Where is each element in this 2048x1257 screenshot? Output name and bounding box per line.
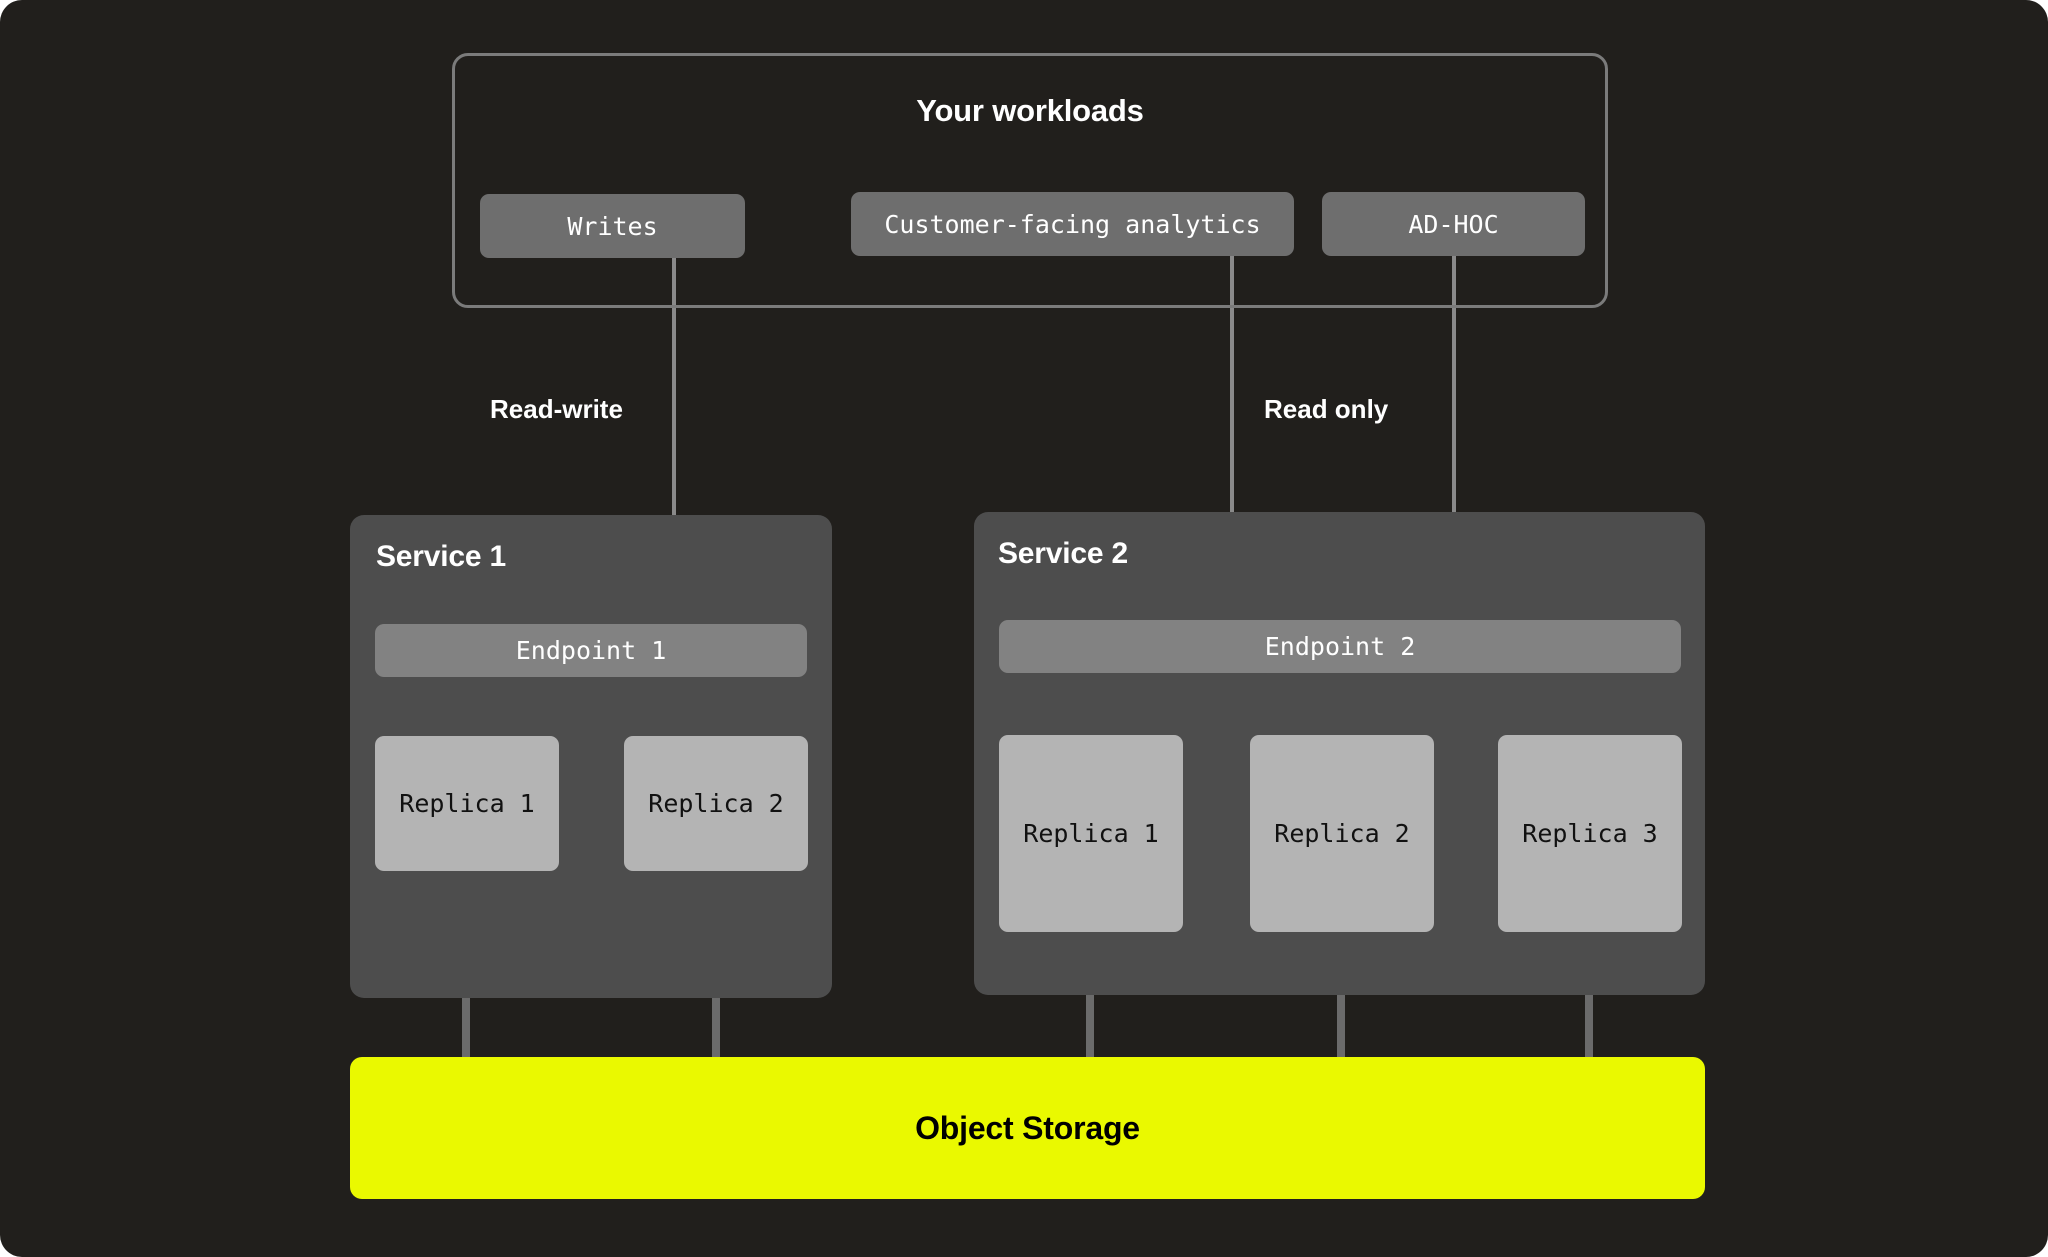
service-1-endpoint[interactable]: Endpoint 1 [375,624,807,677]
service-2-replica-2[interactable]: Replica 2 [1250,735,1434,932]
object-storage-label: Object Storage [915,1109,1140,1146]
service-2-endpoint[interactable]: Endpoint 2 [999,620,1681,673]
edge-label-read-only: Read only [1264,394,1389,424]
your-workloads-frame [452,53,1608,308]
service-1-endpoint-label: Endpoint 1 [515,636,667,665]
your-workloads-title: Your workloads [916,93,1144,128]
workload-chip-writes[interactable]: Writes [480,194,745,258]
edge-label-read-write: Read-write [490,394,623,424]
service-2-endpoint-label: Endpoint 2 [1264,632,1416,661]
workload-chip-customer-facing-analytics[interactable]: Customer-facing analytics [851,192,1294,256]
service-2-replica-1[interactable]: Replica 1 [999,735,1183,932]
service-2-title: Service 2 [998,537,1128,570]
service-2-replica-3[interactable]: Replica 3 [1498,735,1682,932]
service-1-replica-2-label: Replica 2 [648,789,784,818]
service-2-replica-1-label: Replica 1 [1023,819,1159,848]
workload-chip-customer-facing-analytics-label: Customer-facing analytics [884,209,1261,239]
service-1-replica-1-label: Replica 1 [399,789,535,818]
workload-chip-ad-hoc-label: AD-HOC [1408,209,1499,239]
service-1-title: Service 1 [376,540,506,573]
service-2-replica-2-label: Replica 2 [1274,819,1410,848]
service-2-replica-3-label: Replica 3 [1522,819,1658,848]
workload-chip-writes-label: Writes [567,211,658,241]
service-1-replica-1[interactable]: Replica 1 [375,736,559,871]
service-1-replica-2[interactable]: Replica 2 [624,736,808,871]
object-storage-box[interactable]: Object Storage [350,1057,1705,1199]
workload-chip-ad-hoc[interactable]: AD-HOC [1322,192,1585,256]
